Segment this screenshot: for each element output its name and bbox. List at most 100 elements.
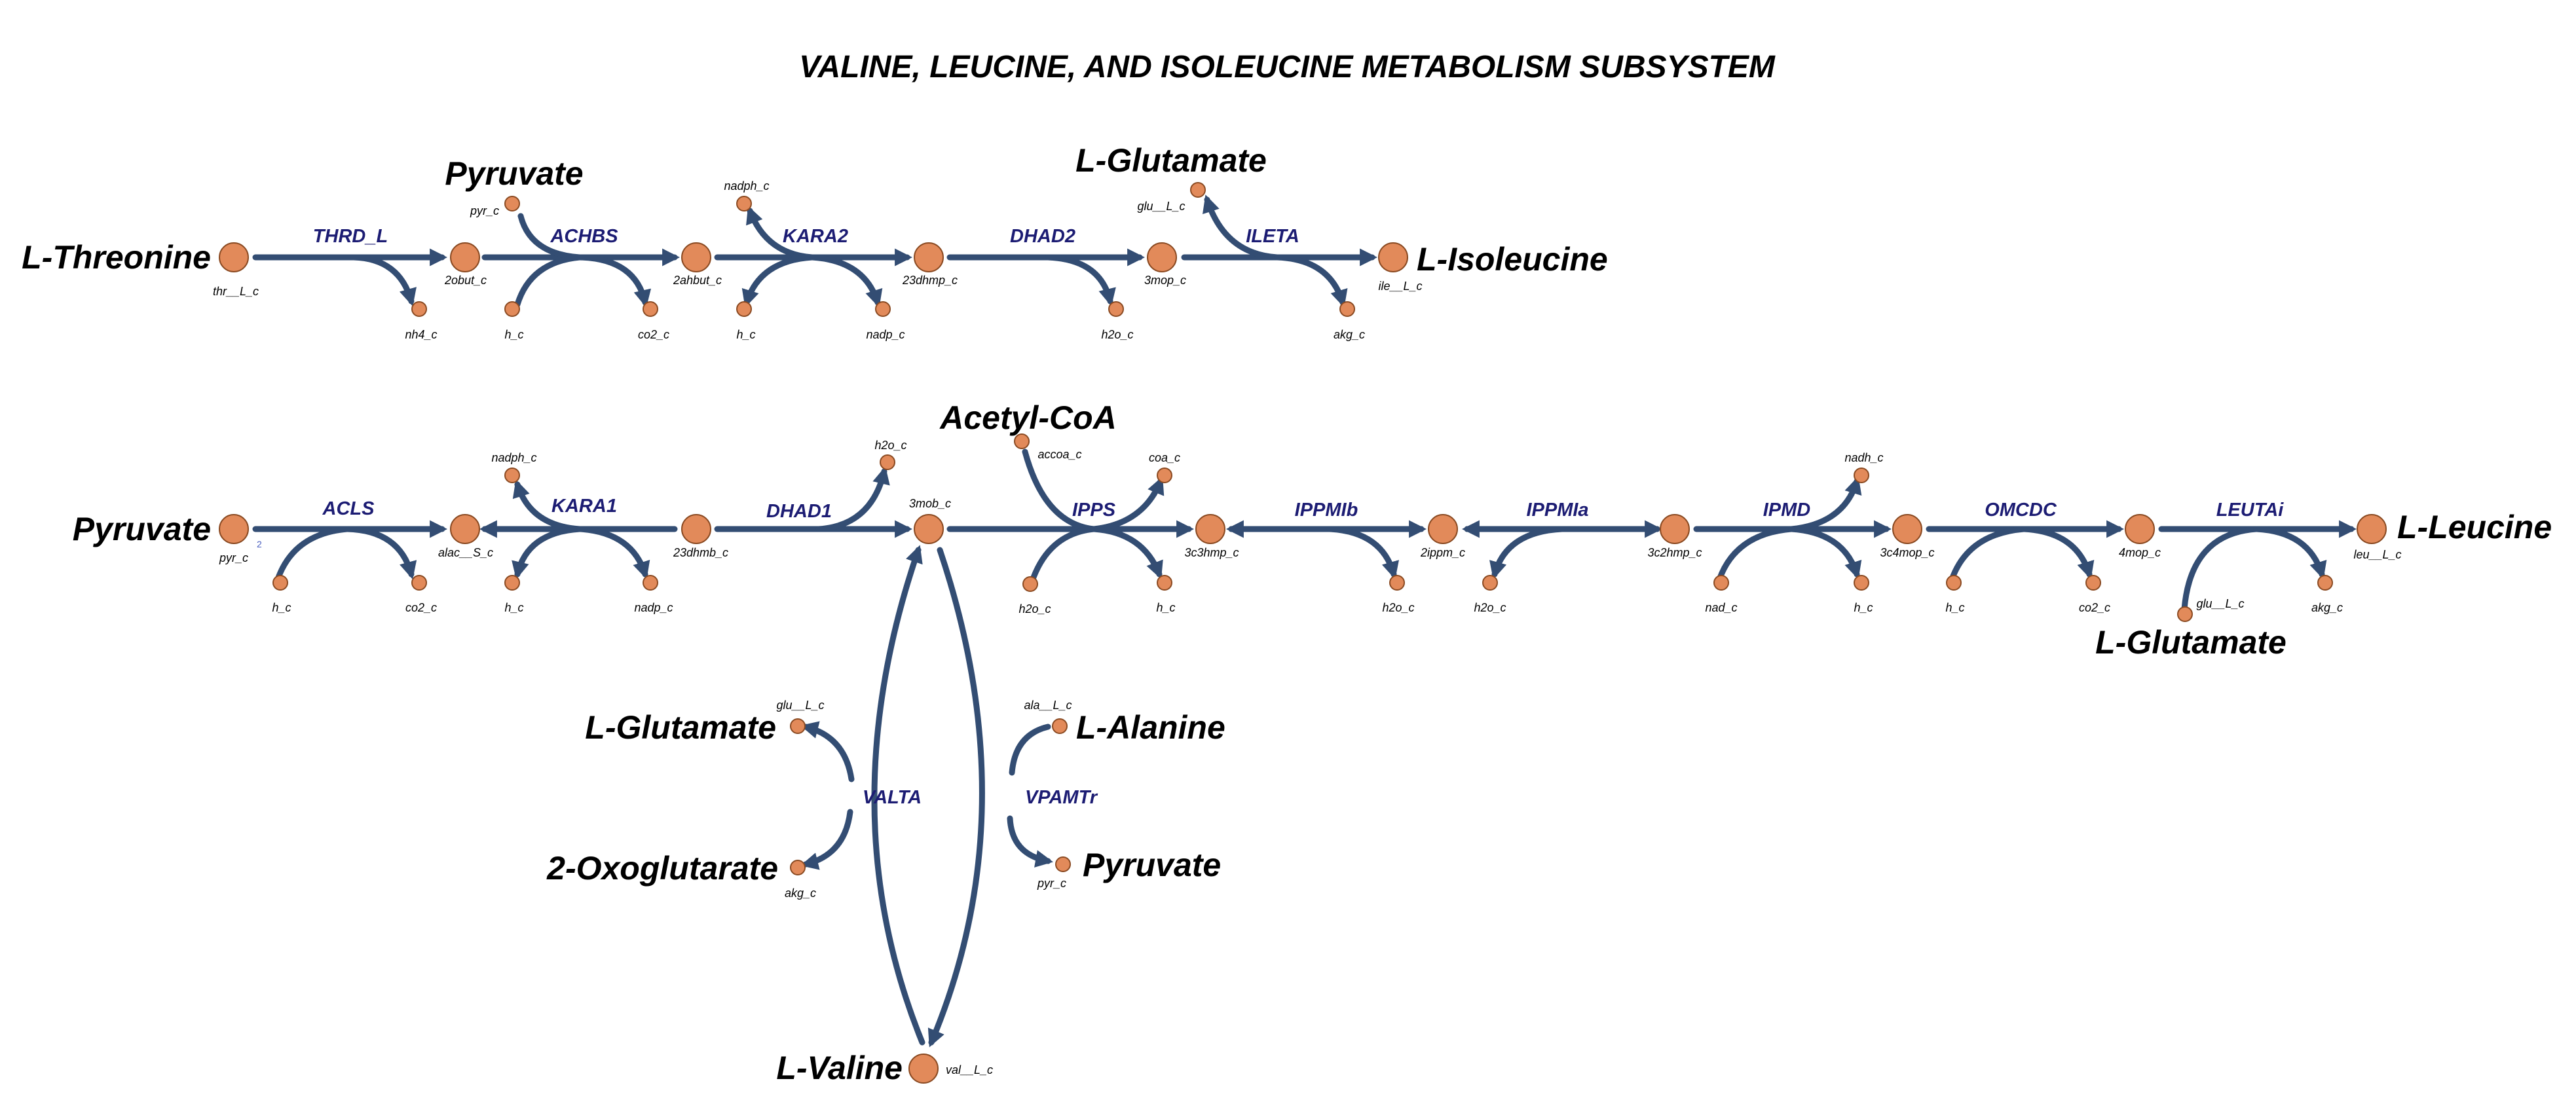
node-h2o-ippmia[interactable] [1482, 575, 1498, 591]
reaction-dhad1[interactable]: DHAD1 [766, 501, 832, 522]
node-h-ipps[interactable] [1157, 575, 1172, 591]
edge-ippmia-h2o [1489, 526, 1565, 579]
node-h-achbs[interactable] [504, 301, 520, 317]
reaction-ileta[interactable]: ILETA [1246, 226, 1299, 247]
node-thr[interactable] [219, 242, 249, 272]
node-glu-leutai[interactable] [2177, 606, 2193, 622]
reaction-acls[interactable]: ACLS [322, 498, 375, 519]
id-3c4mop: 3c4mop_c [1880, 546, 1934, 559]
edge-kara2-h [741, 254, 815, 308]
node-nh4[interactable] [411, 301, 427, 317]
id-nadh-ipmd: nadh_c [1844, 451, 1883, 464]
node-h-kara1[interactable] [504, 575, 520, 591]
node-akg-ileta[interactable] [1339, 301, 1355, 317]
id-pyr-mid: pyr_c [219, 551, 248, 564]
id-nadph-kara1: nadph_c [491, 451, 536, 464]
node-23dhmb[interactable] [681, 514, 711, 544]
node-ile[interactable] [1378, 242, 1408, 272]
label-alanine: L-Alanine [1076, 709, 1225, 746]
node-2obut[interactable] [450, 242, 480, 272]
node-h2o-dhad1[interactable] [880, 454, 895, 470]
reaction-ippmia[interactable]: IPPMIa [1526, 500, 1588, 521]
node-nadp-kara2[interactable] [875, 301, 891, 317]
reaction-ipmd[interactable]: IPMD [1763, 500, 1811, 521]
node-h-omcdc[interactable] [1946, 575, 1962, 591]
node-3c4mop[interactable] [1892, 514, 1922, 544]
reaction-edges [252, 194, 2357, 1048]
node-2ippm[interactable] [1428, 514, 1458, 544]
node-h-ipmd[interactable] [1854, 575, 1869, 591]
node-3c2hmp[interactable] [1660, 514, 1690, 544]
node-h2o-dhad2[interactable] [1108, 301, 1124, 317]
node-akg-valta[interactable] [790, 860, 806, 875]
node-nadh-ipmd[interactable] [1854, 468, 1869, 483]
node-ala[interactable] [1052, 718, 1068, 734]
edge-omcdc-co2 [2021, 526, 2095, 579]
label-pyruvate-mid: Pyruvate [73, 511, 211, 547]
node-4mop[interactable] [2125, 514, 2155, 544]
node-alac[interactable] [450, 514, 480, 544]
node-h-kara2[interactable] [736, 301, 752, 317]
node-co2-achbs[interactable] [643, 301, 658, 317]
reaction-achbs[interactable]: ACHBS [550, 226, 618, 247]
reaction-dhad2[interactable]: DHAD2 [1010, 226, 1075, 247]
node-nadph-kara2[interactable] [736, 196, 752, 211]
node-accoa[interactable] [1014, 433, 1030, 449]
id-2ippm: 2ippm_c [1420, 546, 1465, 559]
edge-ileta-akg [1274, 254, 1348, 308]
node-akg-leutai[interactable] [2317, 575, 2333, 591]
node-co2-acls[interactable] [411, 575, 427, 591]
edge-valta-main [871, 545, 925, 1046]
edge-valta-akg [800, 809, 853, 870]
node-2ahbut[interactable] [681, 242, 711, 272]
node-h-acls[interactable] [272, 575, 288, 591]
reaction-ipps[interactable]: IPPS [1072, 500, 1116, 521]
edge-vpamtr-main [927, 547, 985, 1048]
node-23dhmp[interactable] [914, 242, 944, 272]
id-akg-valta: akg_c [785, 887, 816, 900]
id-pyr-top: pyr_c [470, 204, 499, 217]
id-akg-ileta: akg_c [1334, 328, 1365, 341]
edge-acls-co2 [344, 526, 417, 579]
id-h-kara2: h_c [736, 328, 755, 341]
node-nadph-kara1[interactable] [504, 468, 520, 483]
node-3mob[interactable] [914, 514, 944, 544]
reaction-omcdc[interactable]: OMCDC [1985, 500, 2057, 521]
id-h-ipps: h_c [1156, 601, 1175, 614]
reaction-leutai[interactable]: LEUTAi [2216, 500, 2285, 521]
edge-kara1-h [512, 526, 583, 579]
node-co2-omcdc[interactable] [2085, 575, 2101, 591]
node-nad-ipmd[interactable] [1713, 575, 1729, 591]
id-nad-ipmd: nad_c [1705, 601, 1737, 614]
id-h2o-ippmib: h2o_c [1382, 601, 1414, 614]
edge-ipps-h2o [1028, 526, 1097, 586]
id-pyr-vpamtr: pyr_c [1037, 877, 1066, 890]
node-val[interactable] [908, 1054, 939, 1084]
reaction-thrd-l[interactable]: THRD_L [313, 226, 388, 247]
diagram-title: VALINE, LEUCINE, AND ISOLEUCINE METABOLI… [799, 50, 1776, 84]
node-3c3hmp[interactable] [1195, 514, 1225, 544]
reaction-kara2[interactable]: KARA2 [783, 226, 848, 247]
metabolite-labels: L-Threonine Pyruvate L-Glutamate L-Isole… [22, 142, 2552, 1086]
node-nadp-kara1[interactable] [643, 575, 658, 591]
node-coa[interactable] [1157, 468, 1172, 483]
reaction-vpamtr[interactable]: VPAMTr [1025, 787, 1098, 808]
node-h2o-ippmib[interactable] [1389, 575, 1405, 591]
node-pyr-top[interactable] [504, 196, 520, 211]
pyruvate-mid-mark: 2 [257, 539, 262, 549]
node-leu[interactable] [2357, 514, 2387, 544]
node-glu-top[interactable] [1190, 182, 1206, 198]
node-glu-valta[interactable] [790, 718, 806, 734]
node-h2o-ipps[interactable] [1022, 576, 1038, 592]
id-val: val__L_c [946, 1063, 993, 1076]
edge-dhad1-h2o [815, 466, 890, 532]
id-nh4: nh4_c [405, 328, 437, 341]
reaction-ippmib[interactable]: IPPMIb [1295, 500, 1358, 521]
id-thr: thr__L_c [213, 285, 259, 298]
node-pyr-mid[interactable] [219, 514, 249, 544]
reaction-valta[interactable]: VALTA [863, 787, 922, 808]
node-pyr-vpamtr[interactable] [1055, 856, 1071, 872]
reaction-kara1[interactable]: KARA1 [551, 496, 617, 517]
node-3mop[interactable] [1147, 242, 1177, 272]
